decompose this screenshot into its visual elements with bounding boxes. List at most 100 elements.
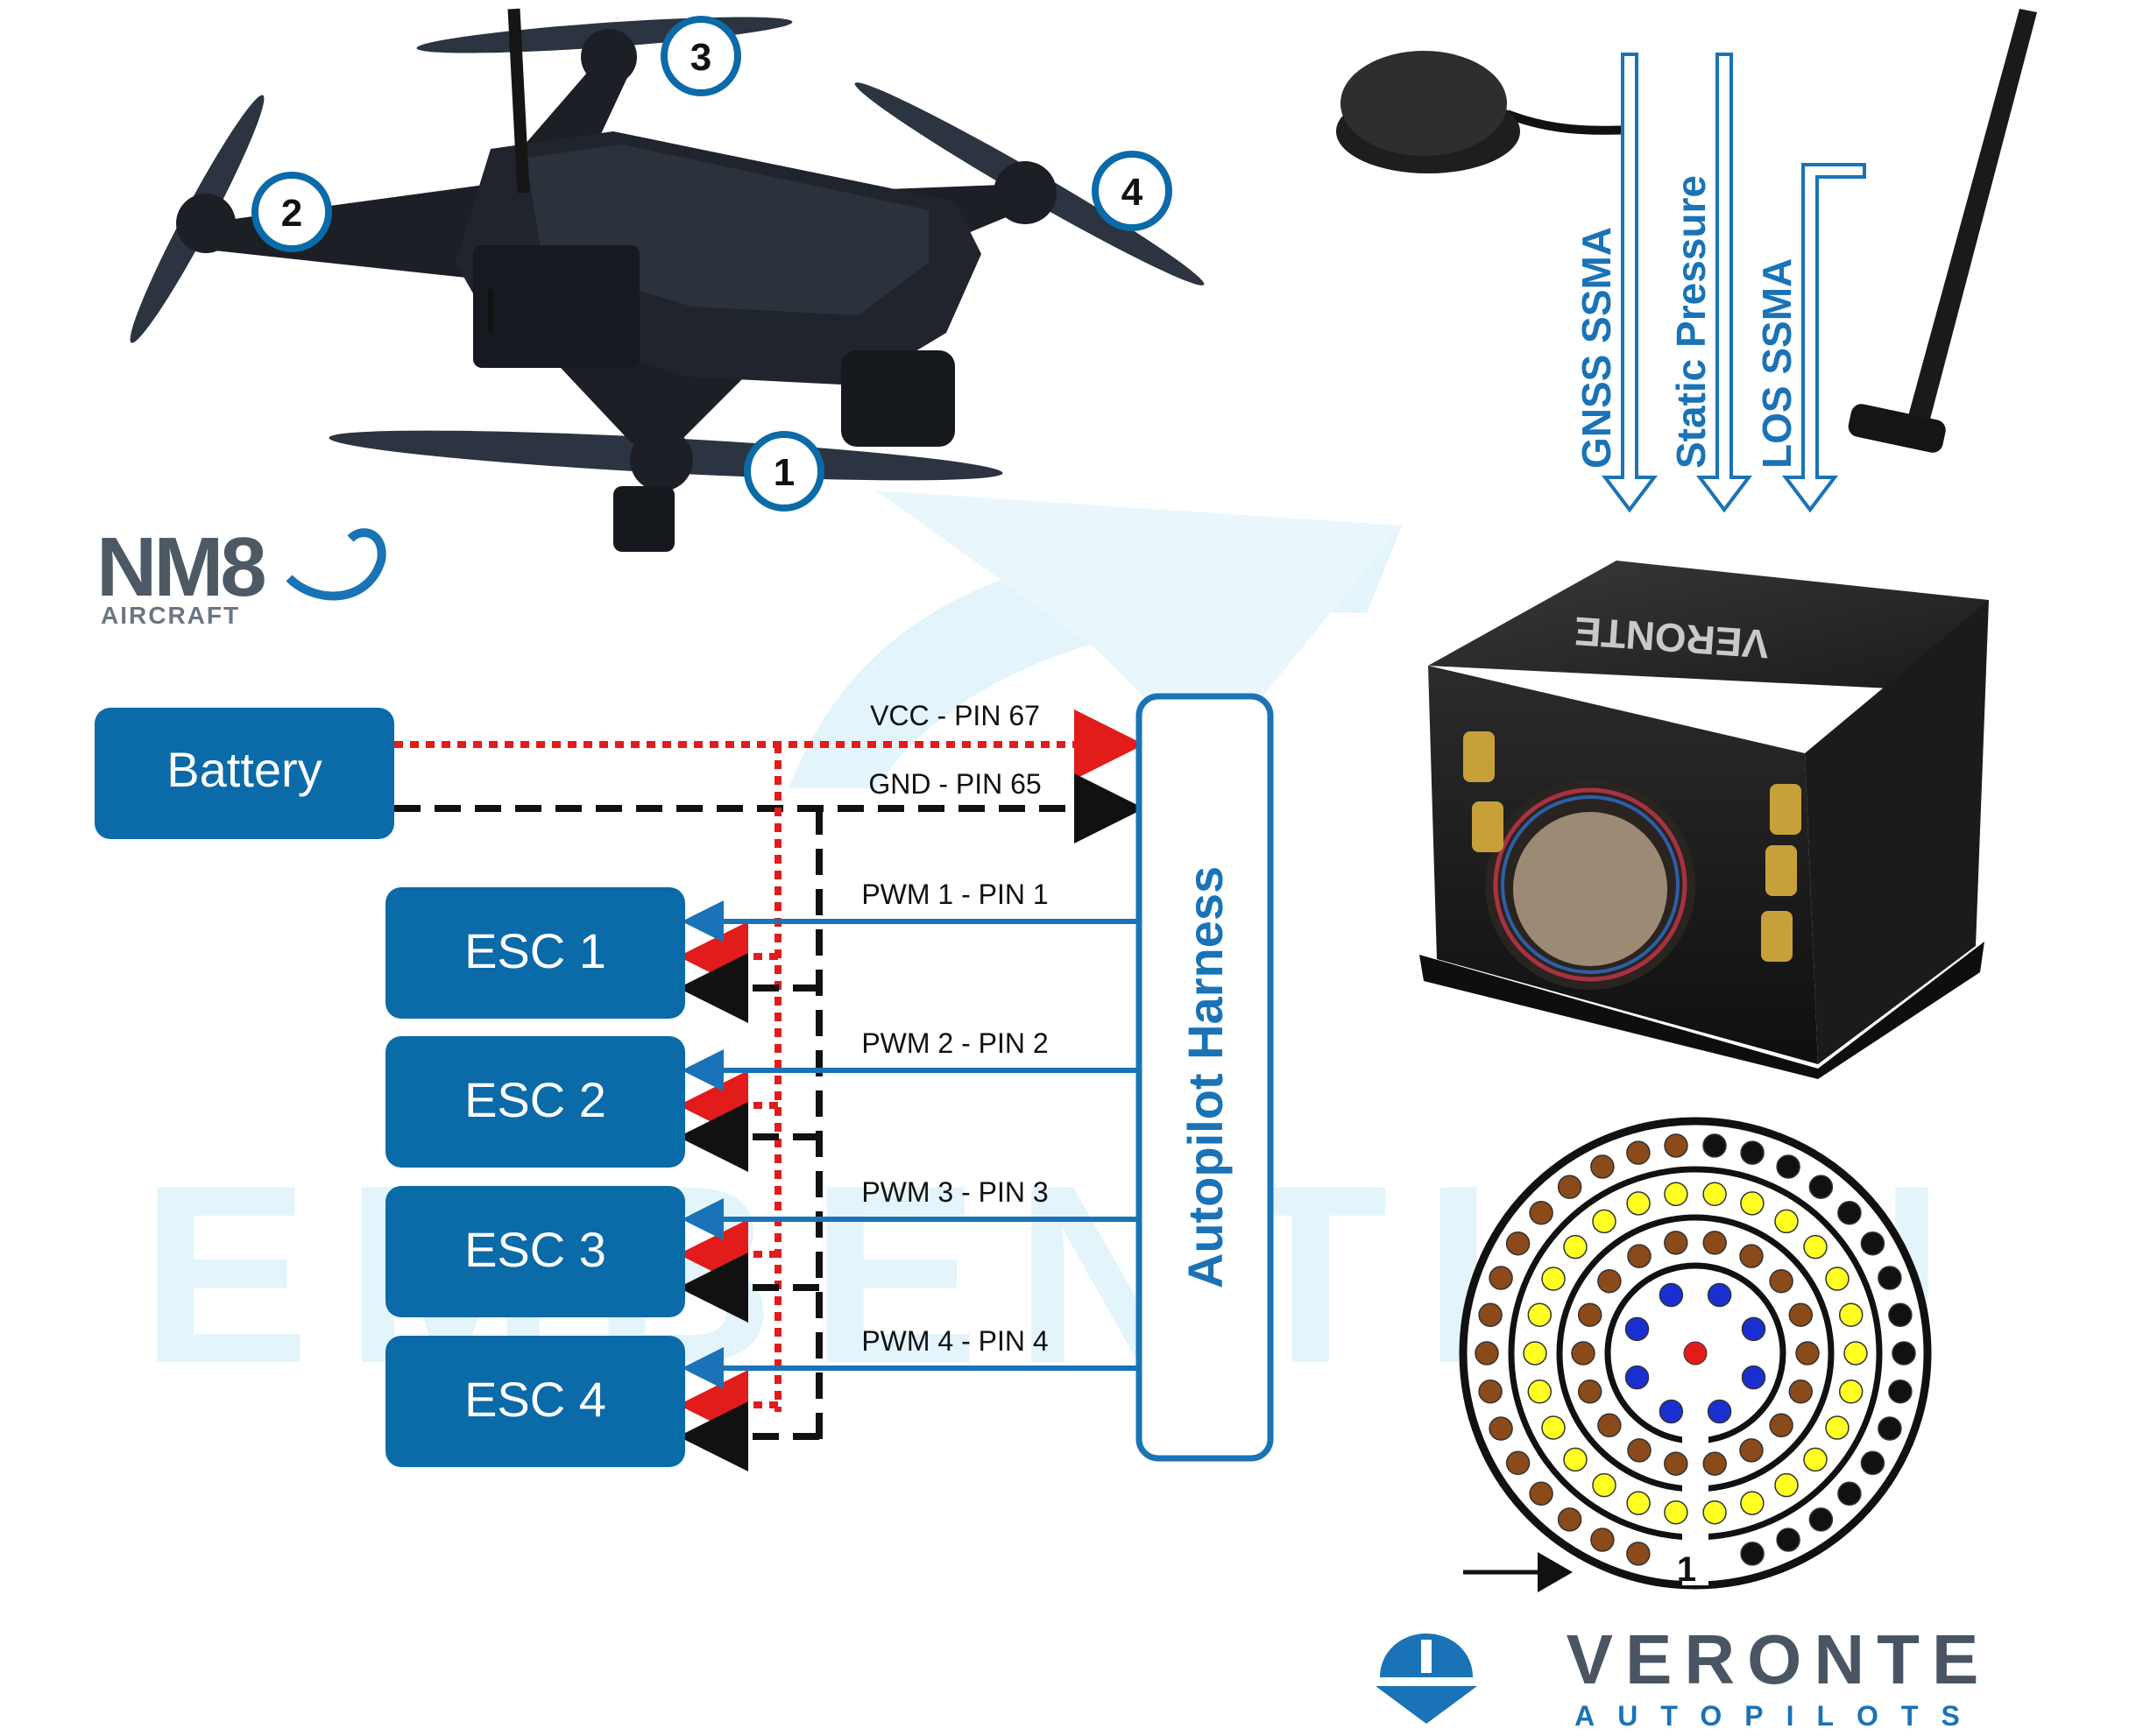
connector-pin xyxy=(1892,1341,1916,1366)
esc1-block: ESC 1 xyxy=(385,887,685,1019)
sma-connector-right-3 xyxy=(1761,911,1793,962)
connector-pin xyxy=(1769,1268,1793,1294)
connector-pin xyxy=(1702,1182,1727,1207)
pin-one-label: 1 xyxy=(1677,1550,1696,1589)
connector-pin xyxy=(1702,1451,1727,1476)
connector-pin xyxy=(1527,1380,1553,1404)
connector-pin xyxy=(1741,1365,1766,1390)
connector-pin xyxy=(1837,1200,1862,1225)
esc3-block: ESC 3 xyxy=(385,1186,685,1317)
connector-pin xyxy=(1563,1234,1588,1260)
connector-pin xyxy=(1795,1341,1820,1366)
pwm1-wire-label: PWM 1 - PIN 1 xyxy=(861,879,1048,910)
connector-pin xyxy=(1837,1481,1862,1507)
drone-antenna xyxy=(507,8,530,194)
connector-pin xyxy=(1707,1282,1732,1308)
connector-pin xyxy=(1626,1542,1651,1566)
autopilot-harness-block: Autopilot Harness xyxy=(1135,693,1274,1462)
connector-pin xyxy=(1577,1380,1602,1404)
autopilot-connector-ring-blue xyxy=(1501,795,1680,974)
connector-pin xyxy=(1664,1133,1688,1158)
autopilot-right-face xyxy=(1805,600,1989,1064)
connector-pin xyxy=(1523,1341,1547,1366)
watermark-chevron xyxy=(876,490,1402,762)
connector-pin xyxy=(1590,1154,1615,1179)
pinout-pins xyxy=(1475,1133,1916,1566)
veronte-autopilot-unit: VERONTE xyxy=(1419,561,1989,1079)
connector-pin xyxy=(1803,1234,1828,1260)
motor-number-4: 4 xyxy=(1121,171,1143,214)
connector-pin xyxy=(1769,1413,1793,1438)
los-label: LOS SSMA xyxy=(1754,258,1800,469)
connector-pin xyxy=(1597,1413,1622,1438)
connector-pin xyxy=(1577,1302,1602,1327)
battery-block: Battery xyxy=(95,708,394,839)
gnss-cable xyxy=(1505,109,1630,135)
connector-pin xyxy=(1702,1133,1727,1158)
connector-pin xyxy=(1659,1399,1684,1424)
connector-pin xyxy=(1740,1542,1765,1566)
motor-badge-3: 3 xyxy=(661,16,741,96)
static-pressure-label: Static Pressure xyxy=(1668,175,1714,469)
connector-pin xyxy=(1664,1182,1688,1207)
wires: VCC - PIN 67 GND - PIN 65 PWM 1 - PIN 1 … xyxy=(394,700,1144,1471)
connector-pin xyxy=(1808,1175,1834,1199)
esc3-label: ESC 3 xyxy=(464,1222,606,1277)
connector-pin xyxy=(1774,1209,1799,1234)
nm8-aircraft-logo: NM8 AIRCRAFT xyxy=(96,520,386,629)
motor-badge-4: 4 xyxy=(1092,151,1172,231)
veronte-chevron-icon xyxy=(1376,1686,1477,1724)
connector-pin xyxy=(1878,1416,1902,1441)
motor-1-body xyxy=(630,428,693,491)
motor-number-1: 1 xyxy=(774,451,795,494)
motor-badge-2: 2 xyxy=(251,172,332,252)
connector-pin xyxy=(1664,1500,1688,1525)
connector-pin xyxy=(1707,1399,1732,1424)
veronte-shield-bar-icon xyxy=(1421,1640,1432,1673)
connector-pin xyxy=(1624,1365,1650,1390)
esc4-block: ESC 4 xyxy=(385,1336,685,1467)
connector-pin xyxy=(1776,1528,1800,1552)
connector-pin xyxy=(1478,1379,1503,1404)
static-pressure-arrow xyxy=(1695,53,1753,513)
autopilot-connector-face xyxy=(1513,812,1667,966)
connector-pinout: 1 xyxy=(1459,1117,1932,1592)
gnss-antenna-image xyxy=(1336,51,1630,173)
connector-pin xyxy=(1776,1154,1800,1179)
autopilot-harness-label: Autopilot Harness xyxy=(1178,866,1233,1288)
connector-pin xyxy=(1489,1266,1513,1290)
connector-pin xyxy=(1664,1451,1688,1476)
antenna-arrows: GNSS SSMA Static Pressure LOS SSMA xyxy=(1574,53,1866,513)
motor-1-gimbal xyxy=(613,486,675,552)
connector-pin xyxy=(1740,1191,1765,1216)
esc2-label: ESC 2 xyxy=(464,1072,606,1127)
connector-pin xyxy=(1888,1379,1913,1404)
esc1-label: ESC 1 xyxy=(464,923,606,978)
connector-pin xyxy=(1788,1380,1814,1404)
connector-pin xyxy=(1774,1472,1799,1498)
connector-pin xyxy=(1529,1200,1553,1225)
connector-pin xyxy=(1624,1316,1650,1342)
connector-pin xyxy=(1626,1491,1651,1515)
connector-pin xyxy=(1740,1491,1765,1515)
drone-camera xyxy=(841,350,955,447)
connector-pin xyxy=(1626,1140,1651,1165)
autopilot-top-face xyxy=(1428,561,1989,692)
gnss-arrow xyxy=(1601,53,1659,513)
connector-pin xyxy=(1825,1415,1850,1440)
connector-pin xyxy=(1843,1341,1868,1366)
connector-pin xyxy=(1683,1341,1708,1366)
motor-2-body xyxy=(176,194,236,253)
drone-payload xyxy=(473,245,640,368)
connector-pin xyxy=(1860,1231,1885,1256)
connector-pin xyxy=(1626,1191,1651,1216)
vcc-wire-label: VCC - PIN 67 xyxy=(870,700,1040,731)
motor-4-body xyxy=(994,161,1057,224)
motor-number-3: 3 xyxy=(690,36,711,79)
connector-pin xyxy=(1741,1316,1766,1342)
connector-pin xyxy=(1659,1282,1684,1308)
connector-pin xyxy=(1541,1267,1566,1291)
connector-pin xyxy=(1505,1450,1531,1476)
connector-pin xyxy=(1739,1244,1764,1268)
